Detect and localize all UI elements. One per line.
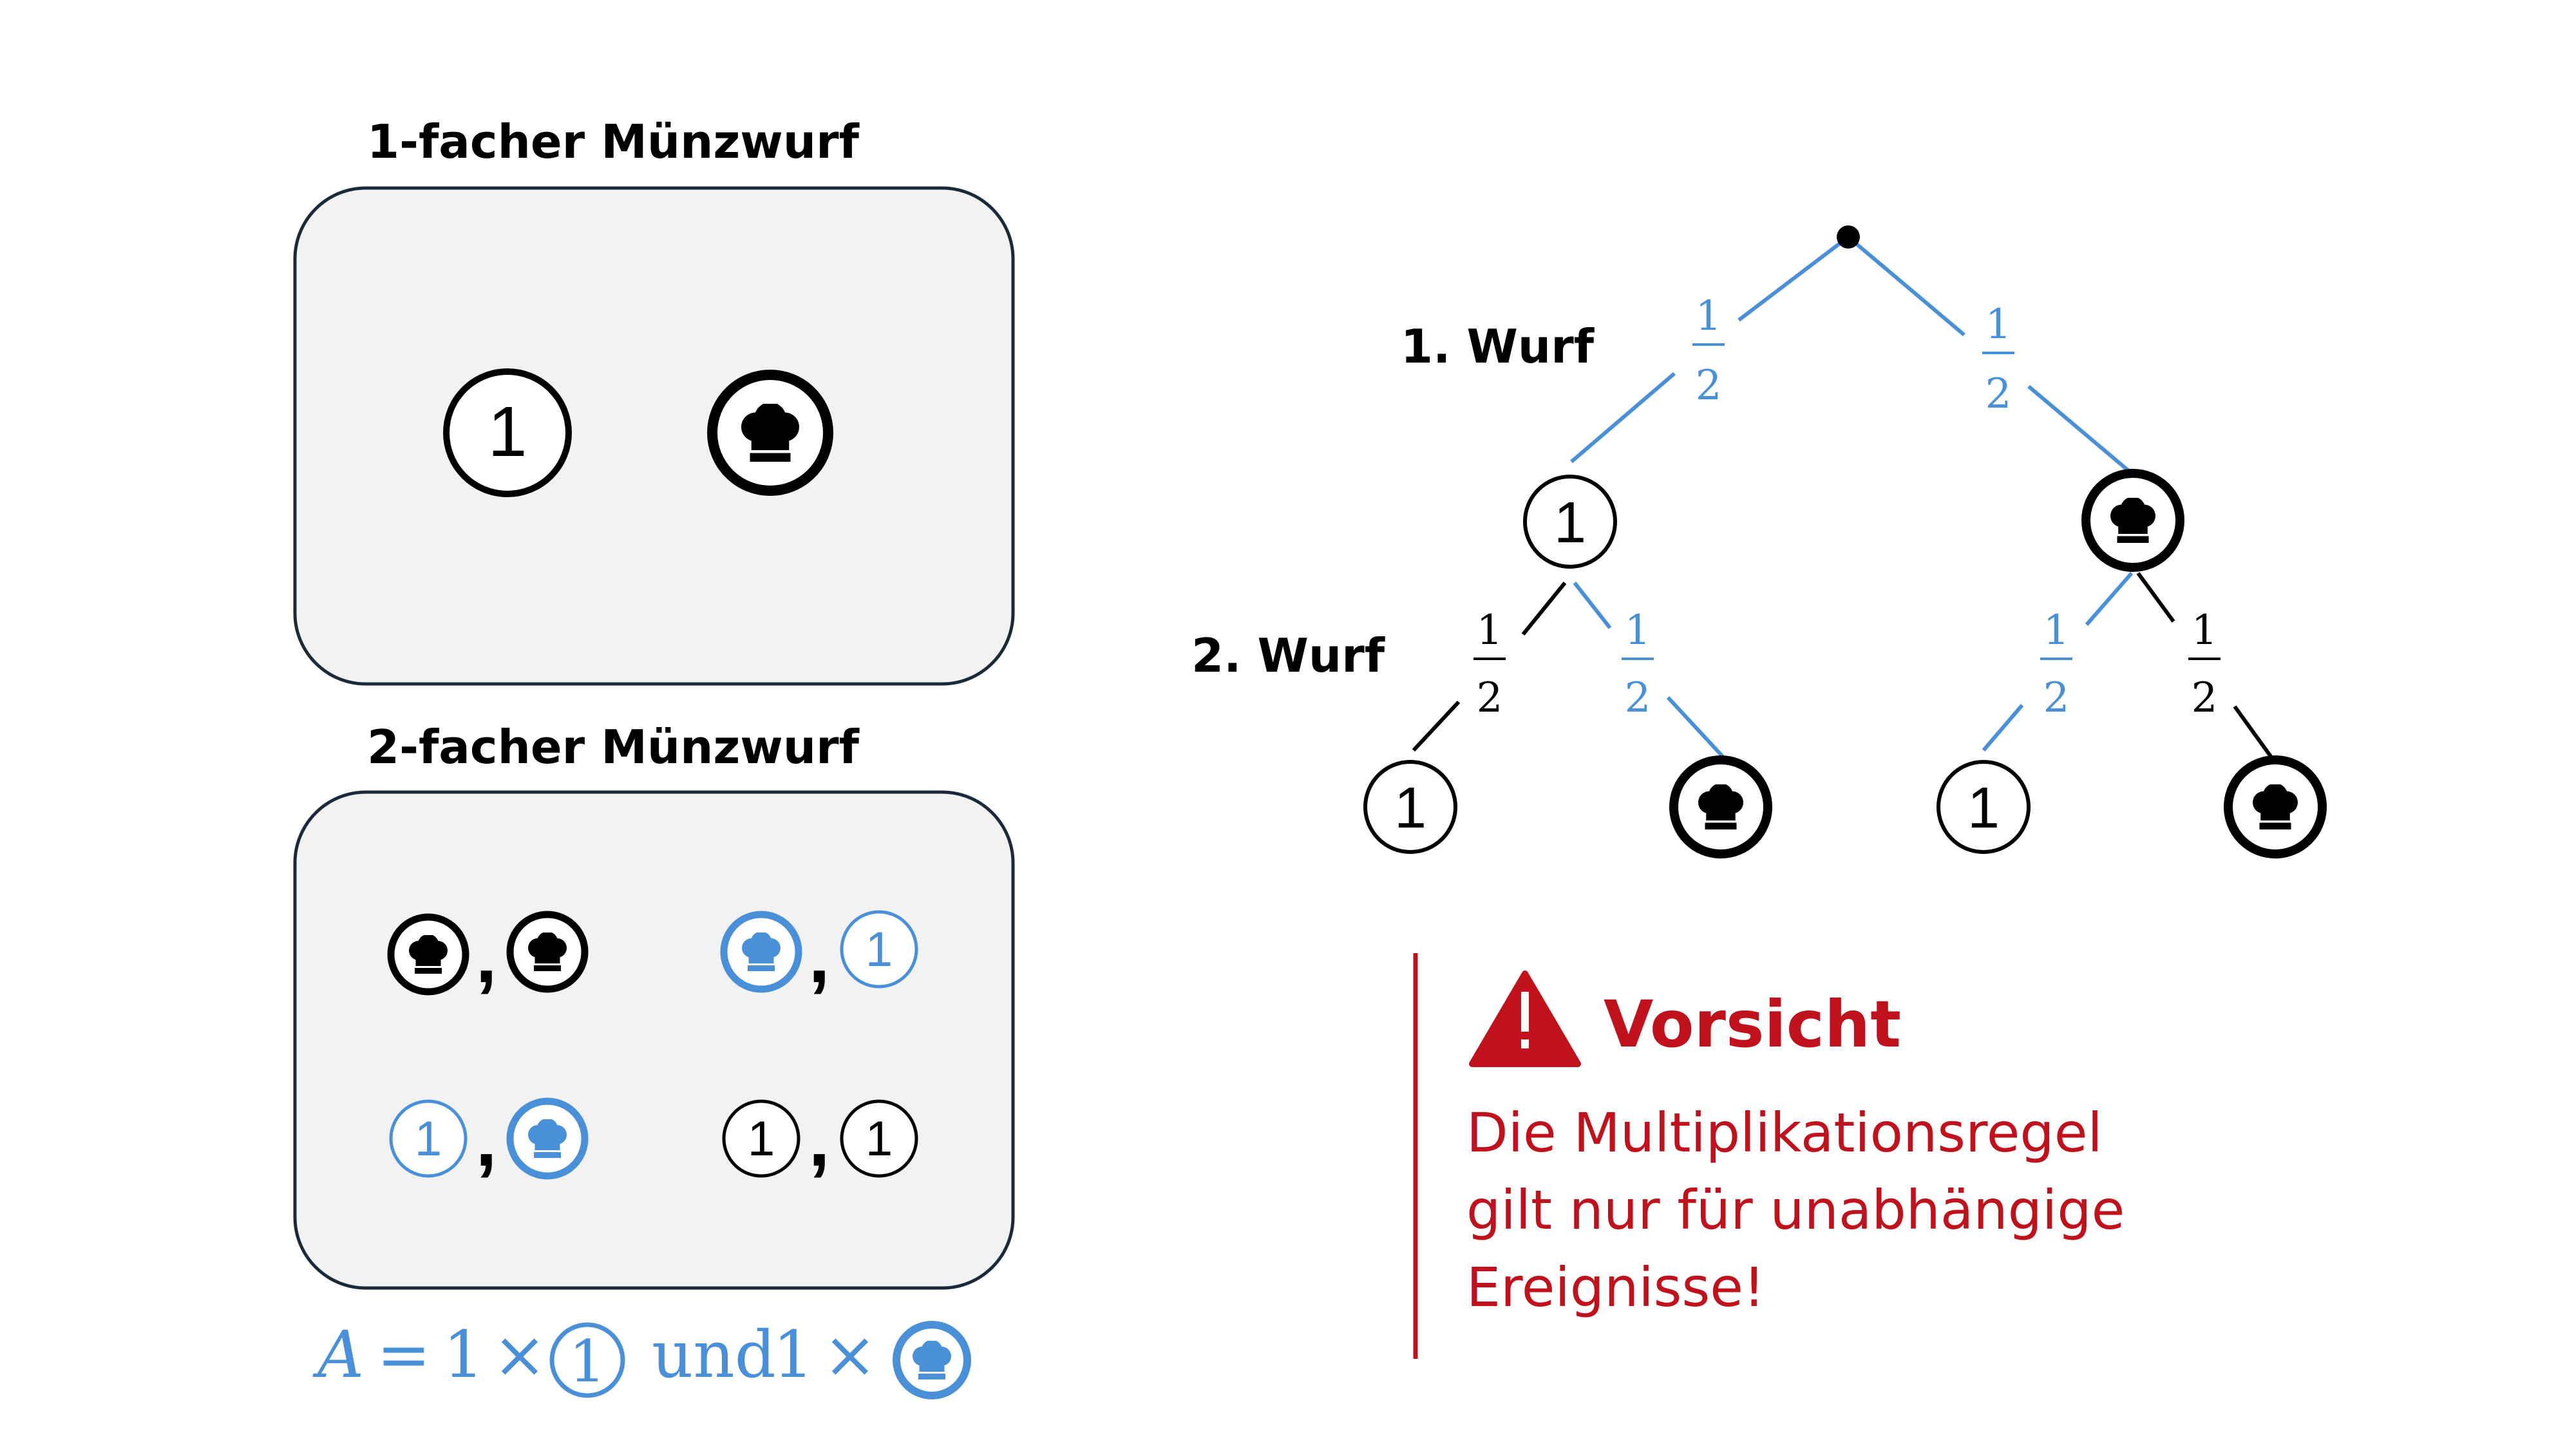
prob-fraction: 1 2 — [1473, 607, 1506, 722]
formula-times2: × — [823, 1317, 877, 1392]
svg-text:1: 1 — [1554, 491, 1586, 555]
box2-panel — [293, 790, 1015, 1290]
svg-text:1: 1 — [1477, 607, 1503, 654]
svg-text:,: , — [808, 1096, 829, 1182]
formula: A = 1 × 1 und 1 × — [312, 1317, 971, 1399]
formula-times1: × — [493, 1317, 547, 1392]
svg-text:1: 1 — [866, 1112, 893, 1166]
svg-text:2: 2 — [2192, 674, 2218, 722]
formula-count1: 1 — [443, 1317, 484, 1392]
outcome-head-head: , — [387, 911, 589, 999]
svg-text:1: 1 — [415, 1112, 442, 1166]
box1-panel — [293, 186, 1015, 686]
svg-text:1: 1 — [1967, 776, 2000, 840]
svg-text:1: 1 — [1625, 607, 1651, 654]
formula-eq: = — [377, 1317, 431, 1392]
tree-leaf-one: 1 — [1937, 760, 2031, 854]
svg-text:2: 2 — [1625, 674, 1651, 722]
box2-title: 2-facher Münzwurf — [367, 720, 860, 774]
warning-line-2: gilt nur für unabhängige — [1466, 1179, 2125, 1242]
svg-text:1: 1 — [748, 1112, 775, 1166]
coin-one: 1 — [443, 368, 572, 497]
warning-line-3: Ereignisse! — [1466, 1256, 1765, 1319]
prob-fraction: 1 2 — [1982, 301, 2014, 418]
warning-line-1: Die Multiplikationsregel — [1466, 1101, 2103, 1164]
svg-text:,: , — [475, 913, 497, 999]
svg-text:2: 2 — [1696, 362, 1722, 410]
coin-head — [707, 370, 833, 496]
level1-label: 1. Wurf — [1401, 319, 1595, 374]
tree-edges — [1412, 235, 2275, 762]
outcome-head-one: , 1 — [720, 910, 918, 999]
svg-text:1: 1 — [1696, 292, 1722, 340]
tree-node-one: 1 — [1523, 475, 1617, 569]
svg-text:1: 1 — [1394, 776, 1426, 840]
prob-fraction: 1 2 — [2040, 607, 2072, 722]
svg-text:,: , — [808, 913, 829, 999]
tree-leaf-head — [1669, 755, 1772, 858]
outcome-one-one: 1 , 1 — [722, 1096, 918, 1182]
svg-text:2: 2 — [2043, 674, 2070, 722]
formula-count2: 1 — [773, 1317, 814, 1392]
outcome-one-head: 1 , — [389, 1096, 589, 1182]
svg-text:,: , — [475, 1096, 497, 1182]
svg-text:1: 1 — [488, 392, 527, 471]
tree-leaf-head — [2224, 755, 2327, 858]
level2-label: 2. Wurf — [1191, 629, 1385, 683]
formula-var: A — [312, 1317, 364, 1392]
svg-text:1: 1 — [2192, 607, 2218, 654]
prob-fraction: 1 2 — [2188, 607, 2221, 722]
svg-text:1: 1 — [1985, 301, 2012, 348]
tree-root — [1837, 225, 1860, 249]
svg-text:1: 1 — [569, 1328, 605, 1396]
svg-text:2: 2 — [1477, 674, 1503, 722]
prob-fraction: 1 2 — [1622, 607, 1654, 722]
box1-title: 1-facher Münzwurf — [367, 115, 860, 169]
svg-text:2: 2 — [1985, 370, 2012, 418]
warning-title: Vorsicht — [1604, 987, 1901, 1062]
svg-text:1: 1 — [866, 922, 893, 977]
svg-text:1: 1 — [2043, 607, 2070, 654]
prob-fraction: 1 2 — [1692, 292, 1725, 410]
warning-icon — [1469, 971, 1581, 1067]
tree-leaf-one: 1 — [1363, 760, 1457, 854]
formula-und: und — [652, 1317, 776, 1392]
tree-node-head — [2081, 469, 2184, 572]
